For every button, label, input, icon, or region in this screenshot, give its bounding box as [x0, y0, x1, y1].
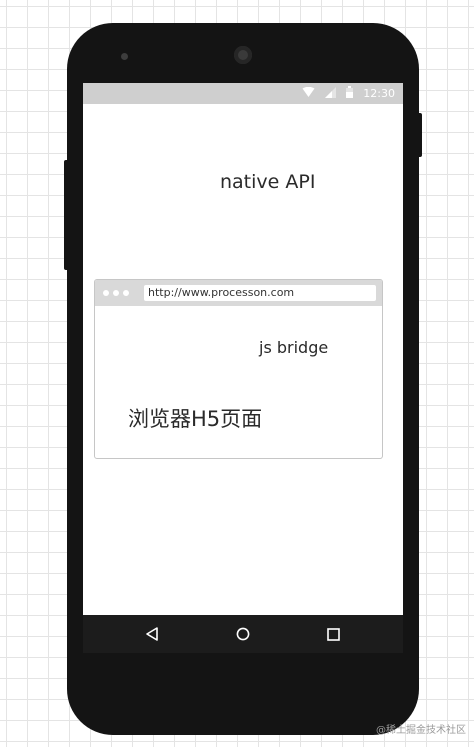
- back-icon: [146, 627, 158, 641]
- signal-icon: [325, 85, 337, 103]
- navigation-bar: [83, 615, 403, 653]
- js-bridge-label: js bridge: [259, 338, 329, 357]
- recent-apps-icon: [326, 627, 340, 641]
- home-icon: [236, 627, 250, 641]
- window-dot-icon[interactable]: [123, 290, 129, 296]
- native-api-label: native API: [220, 171, 316, 193]
- browser-toolbar: http://www.processon.com: [95, 280, 382, 306]
- address-bar[interactable]: http://www.processon.com: [144, 285, 376, 301]
- status-bar: 12:30: [83, 83, 403, 104]
- window-dot-icon[interactable]: [113, 290, 119, 296]
- browser-window: http://www.processon.com js bridge 浏览器H5…: [94, 279, 383, 459]
- phone-screen: 12:30 native API http://www.processon.co…: [83, 83, 403, 653]
- front-sensor: [121, 53, 128, 60]
- status-time: 12:30: [363, 87, 395, 100]
- home-button[interactable]: [223, 615, 263, 653]
- window-dot-icon[interactable]: [103, 290, 109, 296]
- battery-icon: [346, 85, 354, 103]
- window-controls: [103, 290, 129, 296]
- wifi-icon: [302, 85, 315, 103]
- recent-apps-button[interactable]: [313, 615, 353, 653]
- watermark: @稀土掘金技术社区: [376, 725, 466, 736]
- phone-power-button: [417, 113, 422, 157]
- front-camera: [234, 46, 252, 64]
- back-button[interactable]: [132, 615, 172, 653]
- phone-side-button-left: [64, 160, 69, 270]
- h5-page-label: 浏览器H5页面: [128, 407, 263, 431]
